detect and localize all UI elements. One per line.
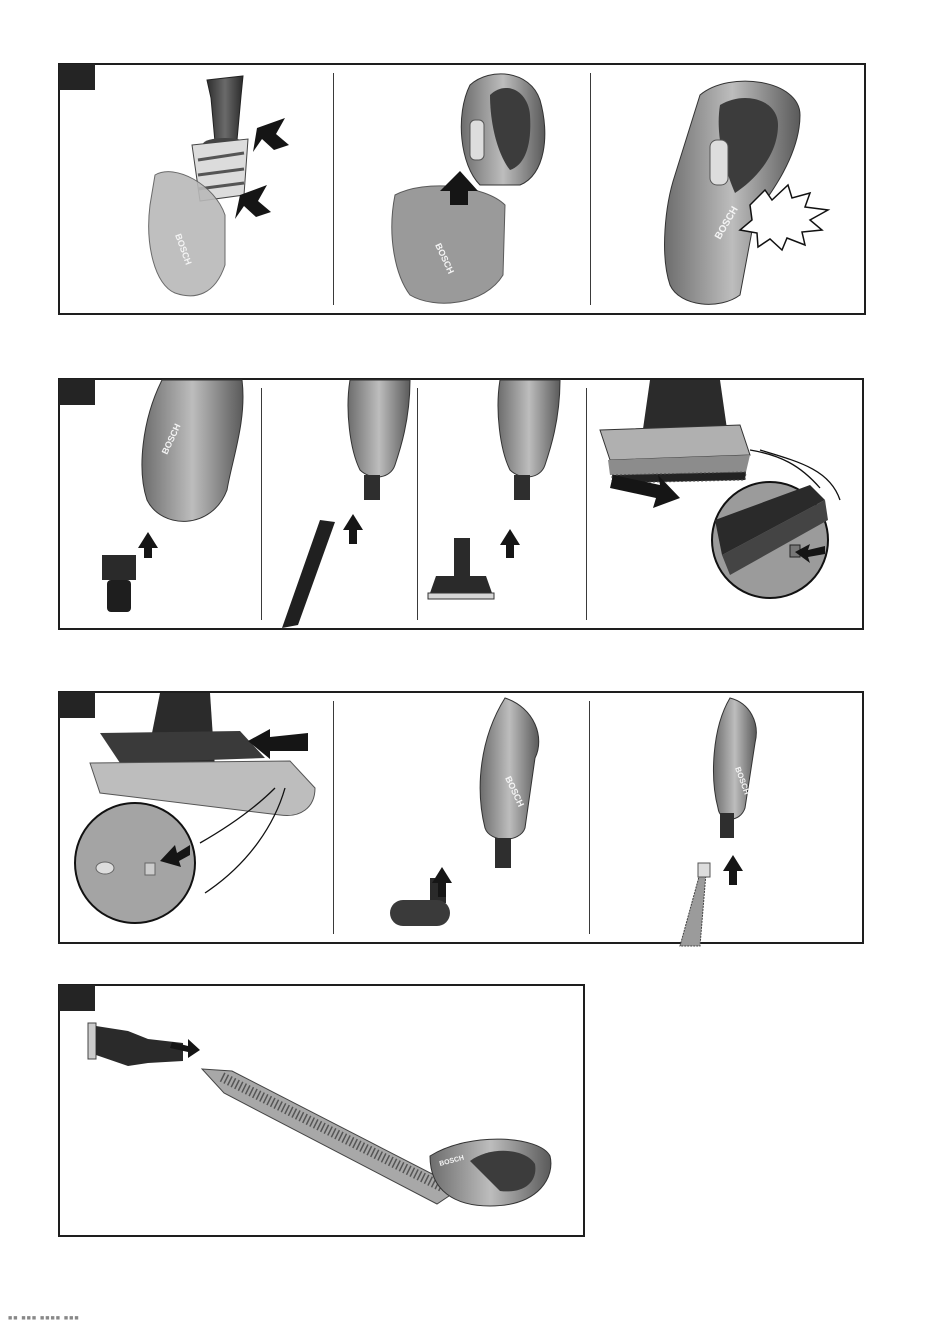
figure-4-illustration: BOSCH (60, 986, 587, 1239)
flexible-hose (680, 873, 706, 946)
figure-1: BOSCH BOSCH BOSCH (58, 63, 866, 315)
figure-2-illustration: BOSCH (60, 380, 866, 632)
arrow-icon (138, 532, 158, 558)
figure-3: BOSCH BOSCH (58, 691, 864, 944)
upholstery-nozzle (90, 693, 315, 816)
vacuum-slim-2 (498, 380, 560, 500)
hose-cuff (698, 863, 710, 877)
vacuum-body-3: BOSCH (714, 698, 757, 838)
vacuum-body-2: BOSCH (480, 698, 539, 868)
detail-magnifier (75, 803, 195, 923)
arrow-icon (343, 514, 363, 544)
brush-nozzle (88, 1023, 183, 1066)
brush-insert (600, 380, 750, 483)
flexible-hose (202, 1069, 452, 1204)
crevice-nozzle (282, 520, 335, 628)
figure-4: BOSCH (58, 984, 585, 1237)
filter-cartridge (203, 76, 247, 150)
accessory-adapter (102, 555, 136, 612)
brush-nozzle (428, 538, 494, 599)
figure-1-illustration: BOSCH BOSCH BOSCH (60, 65, 868, 317)
vacuum-body: BOSCH (142, 380, 243, 521)
vacuum-slim-1 (348, 380, 410, 500)
detail-magnifier (712, 482, 828, 598)
arrow-icon (500, 529, 520, 558)
footer-text: ■■ ■■■ ■■■■ ■■■ (8, 1315, 80, 1322)
figure-3-illustration: BOSCH BOSCH (60, 693, 866, 946)
figure-2: BOSCH (58, 378, 864, 630)
handle-unit (461, 74, 545, 185)
arrow-icon (723, 855, 743, 885)
dust-container-2: BOSCH (392, 186, 505, 303)
